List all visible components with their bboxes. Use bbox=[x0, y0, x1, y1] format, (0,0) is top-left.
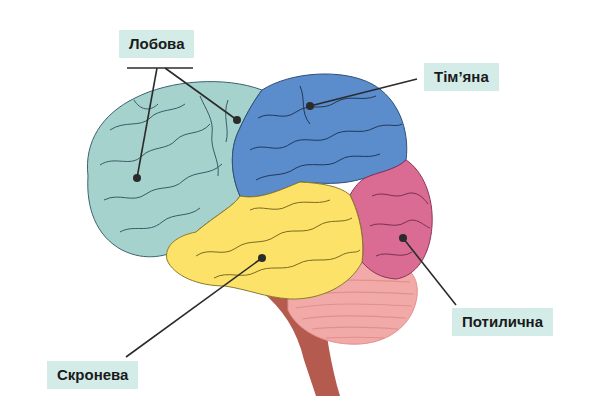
gyri-lines bbox=[100, 96, 228, 232]
leader-dots bbox=[133, 102, 407, 262]
gyri-lines bbox=[250, 86, 402, 180]
gyri-lines bbox=[196, 200, 360, 278]
leader-lines bbox=[126, 68, 456, 357]
callout-box: Скронева bbox=[47, 361, 138, 389]
callout-box: Лобова bbox=[119, 30, 194, 58]
lobe-label: Скронева bbox=[57, 366, 128, 384]
lobe-label: Потилична bbox=[462, 313, 543, 331]
temporal-lobe bbox=[167, 182, 363, 299]
lobe-label: Тім’яна bbox=[434, 68, 489, 86]
gyri-lines bbox=[370, 193, 430, 256]
callout-box: Потилична bbox=[452, 308, 553, 336]
callout-box: Тім’яна bbox=[424, 63, 499, 91]
lobe-label: Лобова bbox=[129, 35, 184, 53]
